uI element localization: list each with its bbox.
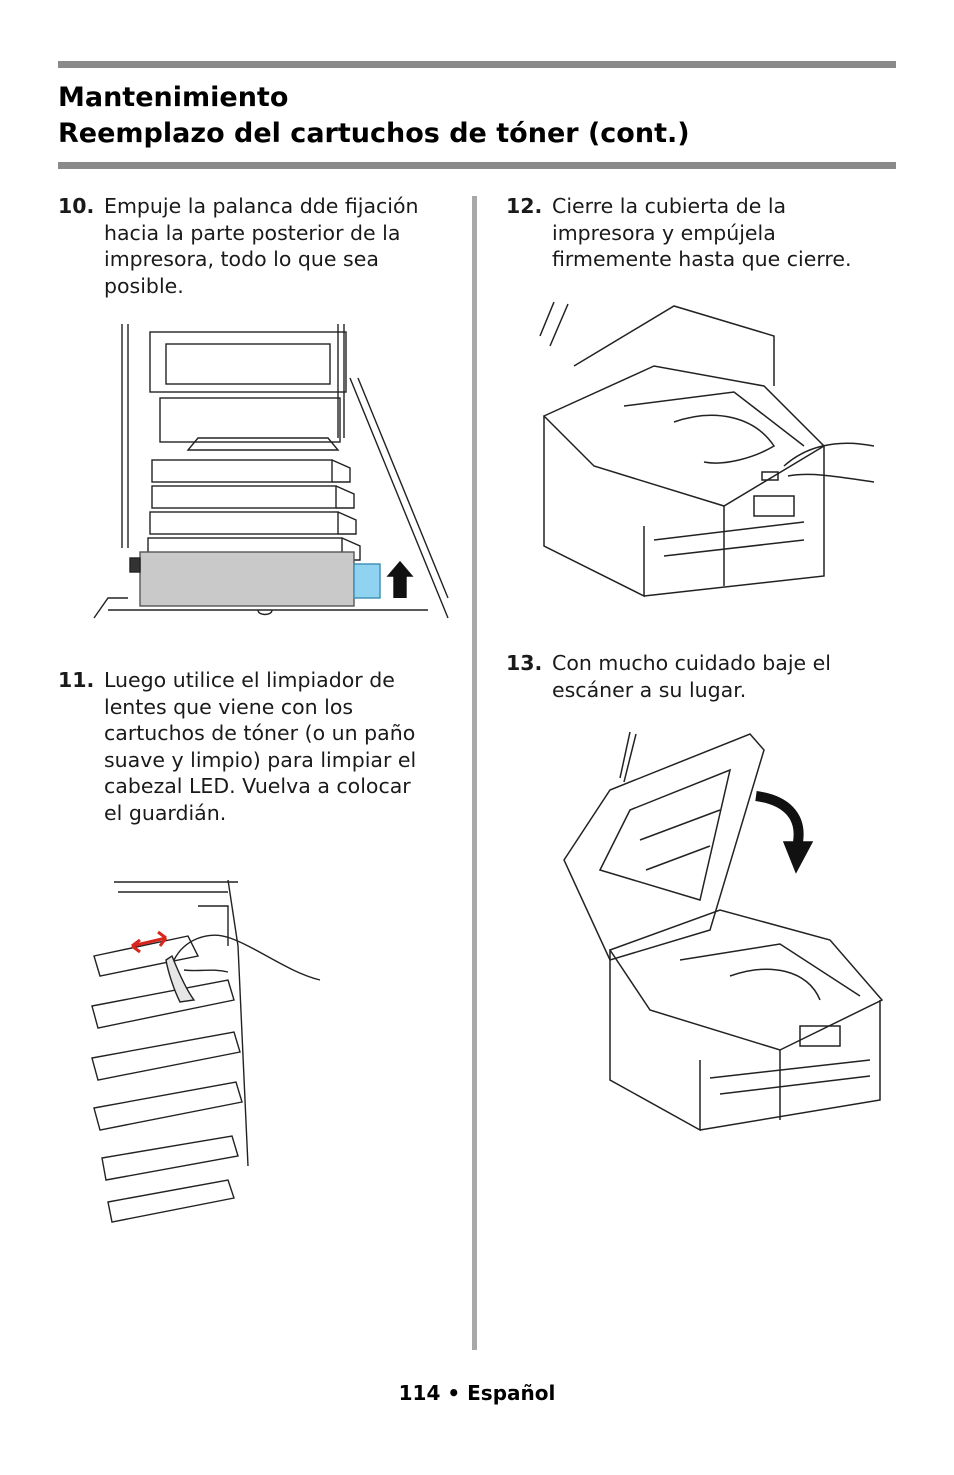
step-text: Con mucho cuidado baje el escáner a su l… bbox=[552, 650, 831, 703]
page-number: 114 bbox=[398, 1381, 441, 1405]
step-number: 12. bbox=[506, 194, 543, 218]
step-line: escáner a su lugar. bbox=[552, 677, 747, 702]
lower-scanner-illustration bbox=[563, 731, 884, 1132]
fixing-lever-highlight bbox=[353, 563, 381, 599]
step-line: suave y limpio) para limpiar el bbox=[104, 747, 417, 772]
page-footer: 114 • Español bbox=[0, 1381, 954, 1405]
footer-separator: • bbox=[447, 1381, 461, 1405]
step-line: firmemente hasta que cierre. bbox=[552, 247, 852, 271]
step-number: 13. bbox=[506, 651, 543, 675]
subsection-title: Reemplazo del cartuchos de tóner (cont.) bbox=[58, 118, 690, 149]
page-title: Mantenimiento Reemplazo del cartuchos de… bbox=[58, 80, 896, 152]
section-title: Mantenimiento bbox=[58, 82, 289, 113]
step-line: impresora y empújela bbox=[552, 220, 776, 245]
step-line: el guardián. bbox=[104, 800, 227, 825]
step-line: cartuchos de tóner (o un paño bbox=[104, 721, 416, 745]
header-rule-top bbox=[58, 61, 896, 68]
header-rule-bottom bbox=[58, 162, 896, 169]
step-line: Empuje la palanca dde fijación bbox=[104, 194, 419, 218]
step-line: posible. bbox=[104, 273, 184, 298]
step-line: cabezal LED. Vuelva a colocar bbox=[104, 774, 411, 798]
step-line: Cierre la cubierta de la bbox=[552, 194, 787, 218]
column-divider bbox=[472, 196, 477, 1350]
step-text: Empuje la palanca dde fijación hacia la … bbox=[104, 193, 419, 299]
step-line: hacia la parte posterior de la bbox=[104, 220, 401, 245]
led-cleaning-illustration bbox=[91, 879, 321, 1223]
toner-lever-illustration bbox=[93, 324, 449, 619]
close-cover-illustration bbox=[539, 301, 874, 598]
step-number: 11. bbox=[58, 668, 95, 692]
step-line: impresora, todo lo que sea bbox=[104, 247, 379, 271]
step-line: Con mucho cuidado baje el bbox=[552, 651, 831, 675]
step-line: lentes que viene con los bbox=[104, 694, 354, 719]
step-number: 10. bbox=[58, 194, 95, 218]
step-text: Cierre la cubierta de la impresora y emp… bbox=[552, 193, 852, 273]
step-line: Luego utilice el limpiador de bbox=[104, 668, 395, 692]
step-text: Luego utilice el limpiador de lentes que… bbox=[104, 667, 416, 826]
footer-language: Español bbox=[467, 1381, 556, 1405]
